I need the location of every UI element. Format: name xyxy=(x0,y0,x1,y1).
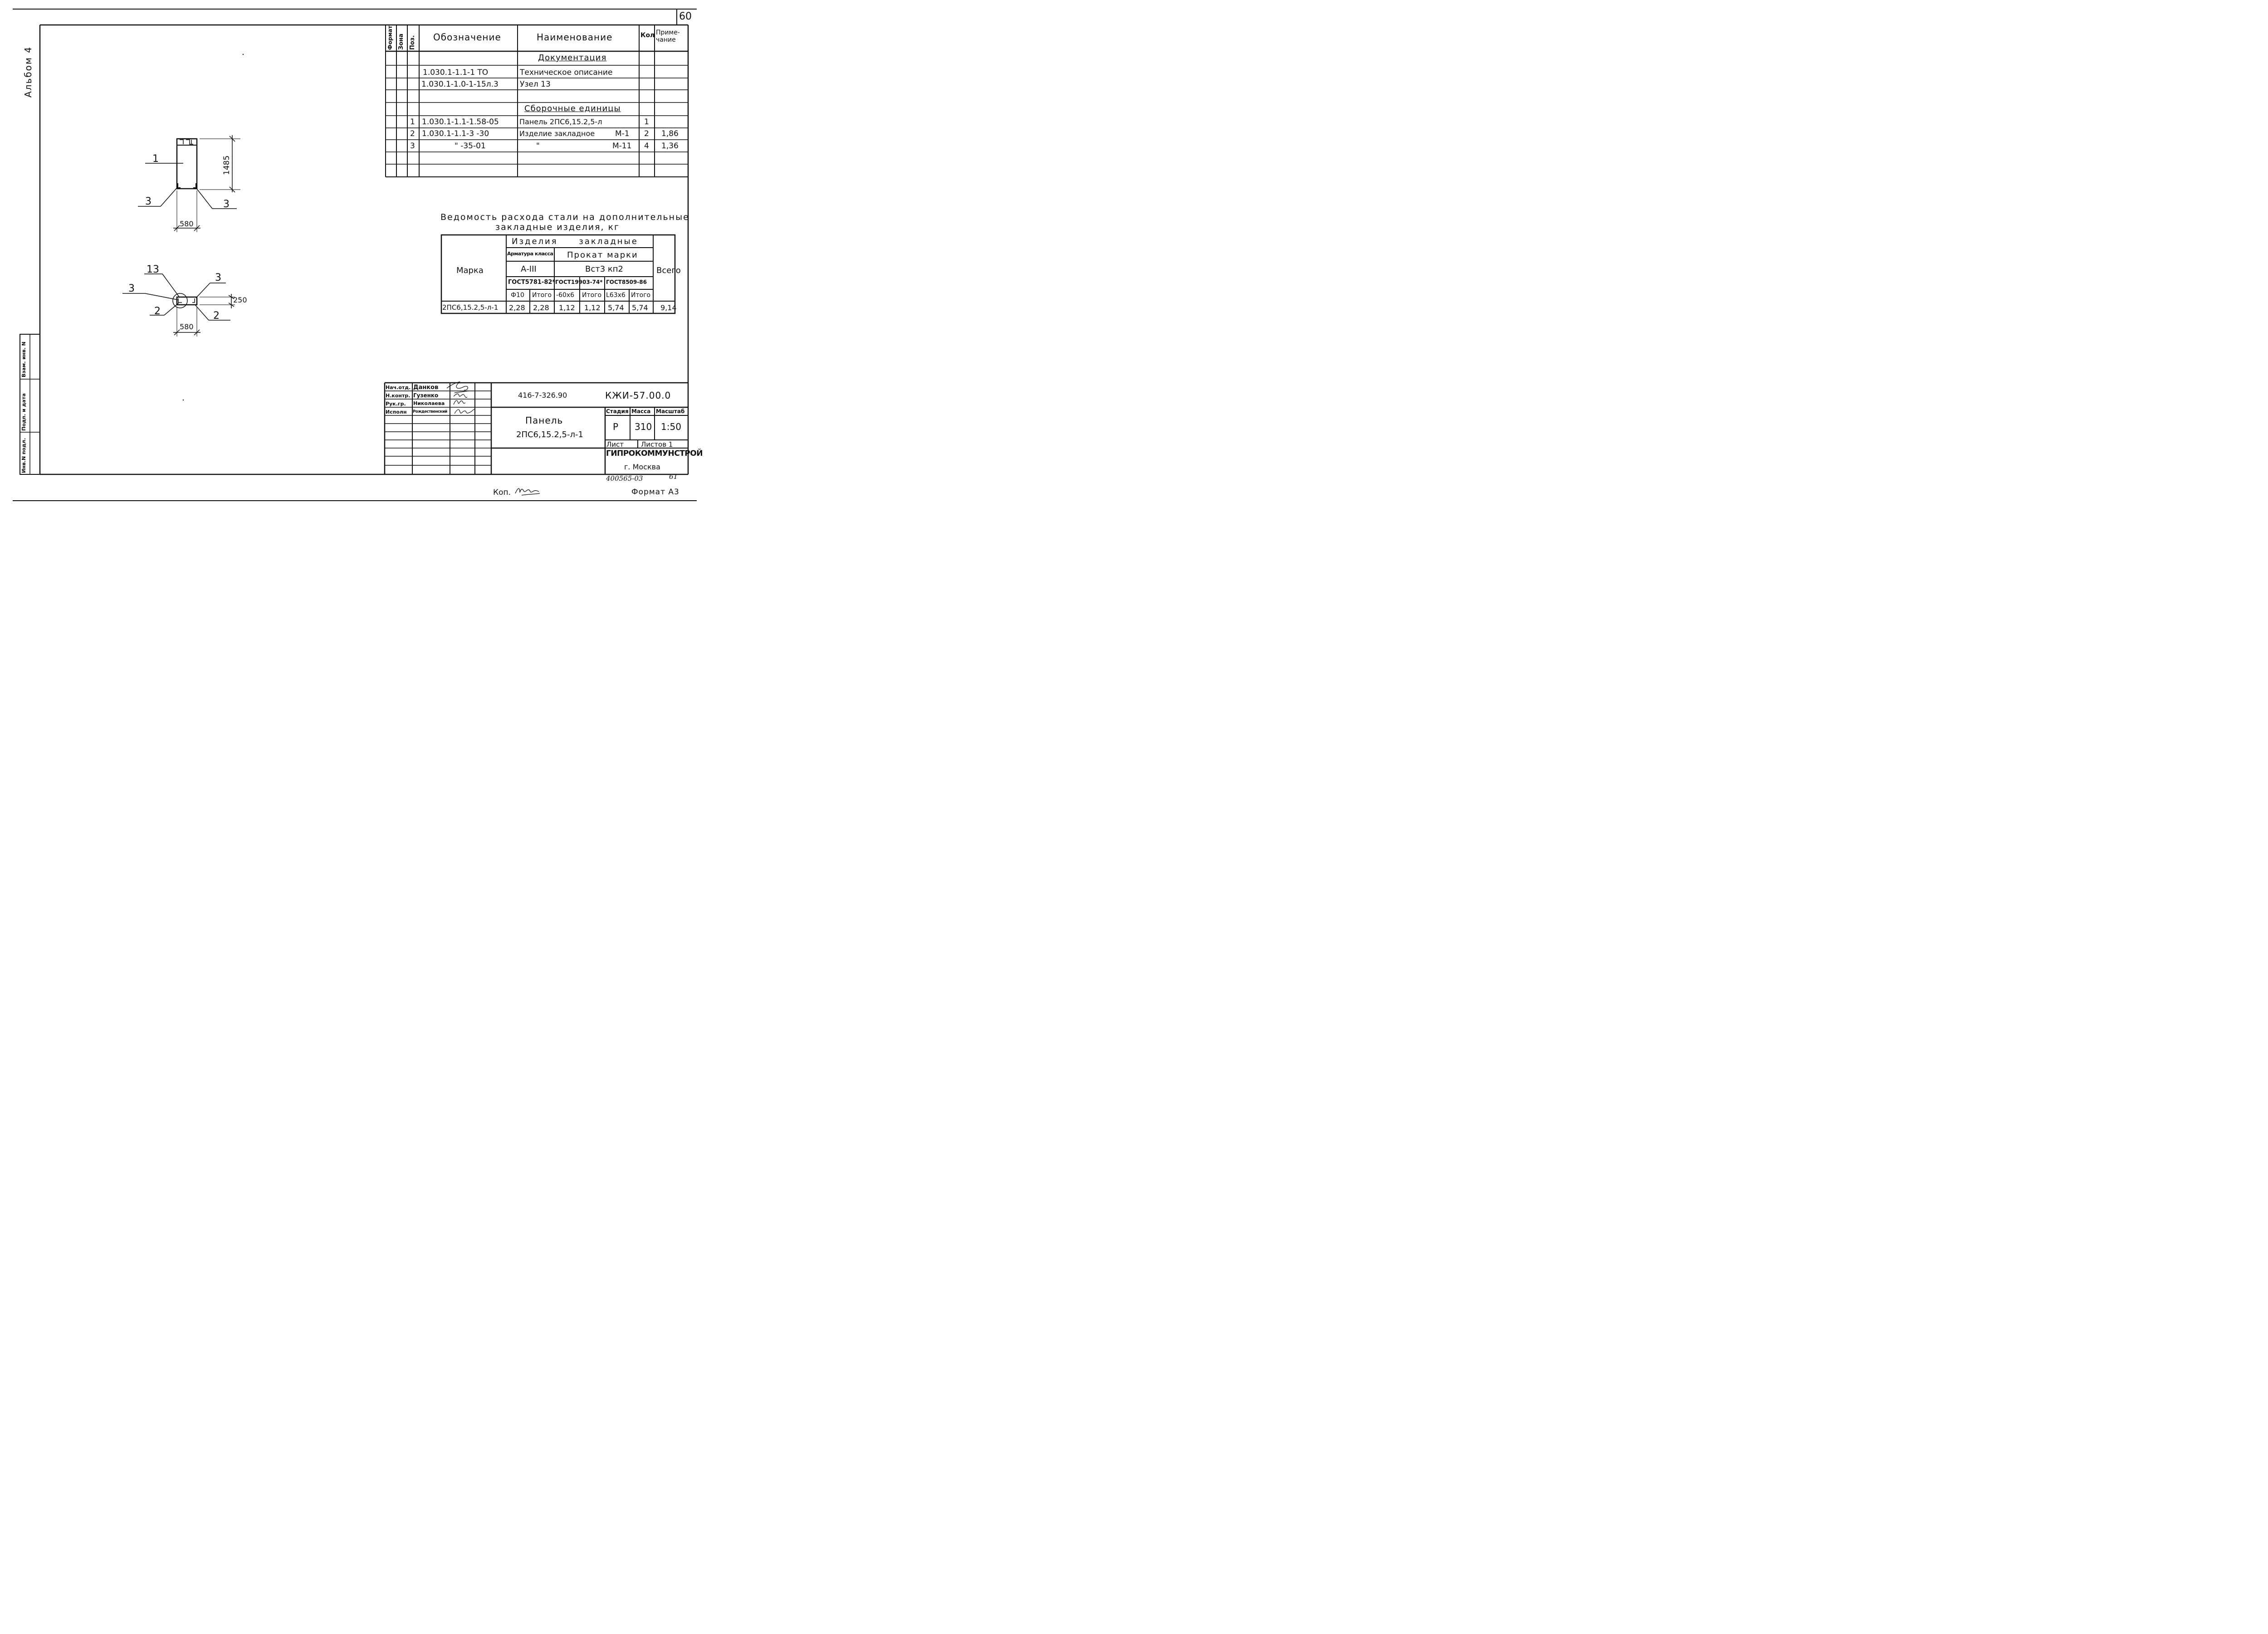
spec-item-1-designation: 1.030.1-1.1-1.58-05 xyxy=(422,117,499,127)
tb-h-scale: Масштаб xyxy=(656,408,685,415)
spec-doc-2-name: Узел 13 xyxy=(520,80,551,89)
steel-rolled-grade: Вст3 кп2 xyxy=(585,264,623,274)
dim-width-top: 580 xyxy=(180,219,194,228)
spec-header-qty: Кол xyxy=(640,32,655,39)
steel-sub-4: Итого xyxy=(582,292,602,299)
steel-sub-3: -60x6 xyxy=(556,292,575,299)
dim-width-bottom: 580 xyxy=(180,322,194,331)
signatures xyxy=(446,381,475,414)
tb-sheets-label: Листов 1 xyxy=(641,440,673,449)
callout-13: 13 xyxy=(147,264,159,275)
steel-row-total: 9,14 xyxy=(660,303,677,312)
spec-item-3-pos: 3 xyxy=(410,141,415,151)
tb-role-2: Н.контр. xyxy=(386,393,411,399)
steel-rebar-class: А-III xyxy=(521,264,537,274)
tb-name-3: Николаева xyxy=(413,400,445,406)
spec-section-assembly: Сборочные единицы xyxy=(524,104,621,113)
steel-h-items: Изделия закладные xyxy=(512,237,638,246)
tb-title-line2: 2ПС6,15.2,5-л-1 xyxy=(516,430,583,439)
spec-header-name: Наименование xyxy=(537,32,613,43)
spec-item-2-pos: 2 xyxy=(410,129,415,138)
spec-item-2-name: Изделие закладное xyxy=(519,129,595,138)
title-block-grid xyxy=(384,381,688,474)
steel-sub-1: Ф10 xyxy=(511,292,524,299)
spec-grid xyxy=(385,25,688,177)
spec-header-designation: Обозначение xyxy=(433,32,501,43)
kop-label: Коп. xyxy=(493,488,511,497)
steel-title-line2: закладные изделия, кг xyxy=(495,222,620,232)
panel-drawing xyxy=(122,54,244,401)
spec-item-2-note: 1,86 xyxy=(661,129,679,138)
steel-row-mark: 2ПС6,15.2,5-л-1 xyxy=(442,303,499,312)
spec-item-3-mark: М-11 xyxy=(612,141,632,151)
archive-number: 400565-03 xyxy=(606,474,643,483)
callout-3-plan-left: 3 xyxy=(128,283,135,294)
steel-title-line1: Ведомость расхода стали на дополнительны… xyxy=(440,212,689,222)
archive-page: 61 xyxy=(669,473,678,481)
panel-plan-view xyxy=(176,296,198,306)
tb-h-mass: Масса xyxy=(631,408,651,415)
spec-item-3-name: " xyxy=(536,141,540,151)
spec-doc-1-name: Техническое описание xyxy=(520,68,613,77)
spec-section-docs: Документация xyxy=(538,53,607,63)
tb-h-stage: Стадия xyxy=(606,408,629,415)
steel-row-v6: 5,74 xyxy=(632,303,648,312)
spec-item-2-qty: 2 xyxy=(644,129,649,138)
steel-gost1: ГОСТ5781-82* xyxy=(508,279,556,286)
page-number: 60 xyxy=(679,11,692,22)
tb-org: ГИПРОКОММУНСТРОЙ xyxy=(606,449,703,458)
steel-row-v5: 5,74 xyxy=(608,303,624,312)
steel-grid xyxy=(440,234,676,314)
tb-project-no: 416-7-326.90 xyxy=(518,391,567,400)
tb-name-4: Рождественский xyxy=(413,410,447,414)
format-label: Формат А3 xyxy=(631,488,679,497)
spec-item-2-mark: М-1 xyxy=(615,129,630,138)
tb-mass: 310 xyxy=(635,421,652,432)
steel-h-total: Всего xyxy=(656,266,681,275)
spec-item-1-name: Панель 2ПС6,15.2,5-л xyxy=(519,117,602,126)
spec-item-2-designation: 1.030.1-1.1-3 -30 xyxy=(422,129,489,138)
callout-2-plan-left: 2 xyxy=(154,306,161,317)
callout-2-plan-right: 2 xyxy=(213,310,220,322)
tb-name-1: Данков xyxy=(413,384,439,391)
tb-doc-code: КЖИ-57.00.0 xyxy=(605,390,671,401)
steel-sub-2: Итого xyxy=(532,292,552,299)
steel-gost2: ГОСТ19903-74* xyxy=(555,279,603,285)
tb-role-4: Исполн xyxy=(386,409,407,415)
tb-title-line1: Панель xyxy=(525,415,563,426)
spec-doc-1-designation: 1.030.1-1.1-1 ТО xyxy=(423,68,489,77)
callout-3-plan-right: 3 xyxy=(215,272,221,283)
tb-city: г. Москва xyxy=(624,463,660,471)
spec-item-1-qty: 1 xyxy=(644,117,649,127)
steel-row-v3: 1,12 xyxy=(559,303,575,312)
spec-header-note: Приме-чание xyxy=(656,29,680,44)
spec-item-1-pos: 1 xyxy=(410,117,415,127)
steel-h-mark: Марка xyxy=(456,266,484,275)
spec-doc-2-designation: 1.030.1-1.0-1-15л.3 xyxy=(421,80,499,89)
frame-lines xyxy=(13,9,697,501)
tb-sheet-label: Лист xyxy=(606,440,624,449)
tb-role-1: Нач.отд. xyxy=(386,385,411,390)
callout-3-left: 3 xyxy=(145,196,152,207)
panel-front-view xyxy=(176,138,198,190)
spec-item-3-designation: " -35-01 xyxy=(455,141,486,151)
tb-scale: 1:50 xyxy=(661,421,681,432)
kop-signature xyxy=(515,488,540,496)
callout-1: 1 xyxy=(152,153,159,165)
steel-row-v4: 1,12 xyxy=(584,303,601,312)
dim-depth: 250 xyxy=(233,296,247,304)
tb-role-3: Рук.гр. xyxy=(386,401,406,407)
spec-item-3-qty: 4 xyxy=(644,141,649,151)
steel-sub-5: L63x6 xyxy=(606,292,626,299)
steel-gost3: ГОСТ8509-86 xyxy=(606,279,647,285)
tb-stage: Р xyxy=(613,421,619,432)
steel-row-v2: 2,28 xyxy=(533,303,549,312)
spec-item-3-note: 1,36 xyxy=(661,141,679,151)
callout-3-right: 3 xyxy=(223,199,230,210)
steel-row-v1: 2,28 xyxy=(509,303,525,312)
steel-sub-6: Итого xyxy=(631,292,651,299)
tb-name-2: Гузенко xyxy=(413,392,439,399)
steel-h-rebar: Арматура класса xyxy=(507,251,553,257)
steel-h-rolled: Прокат марки xyxy=(567,250,638,260)
